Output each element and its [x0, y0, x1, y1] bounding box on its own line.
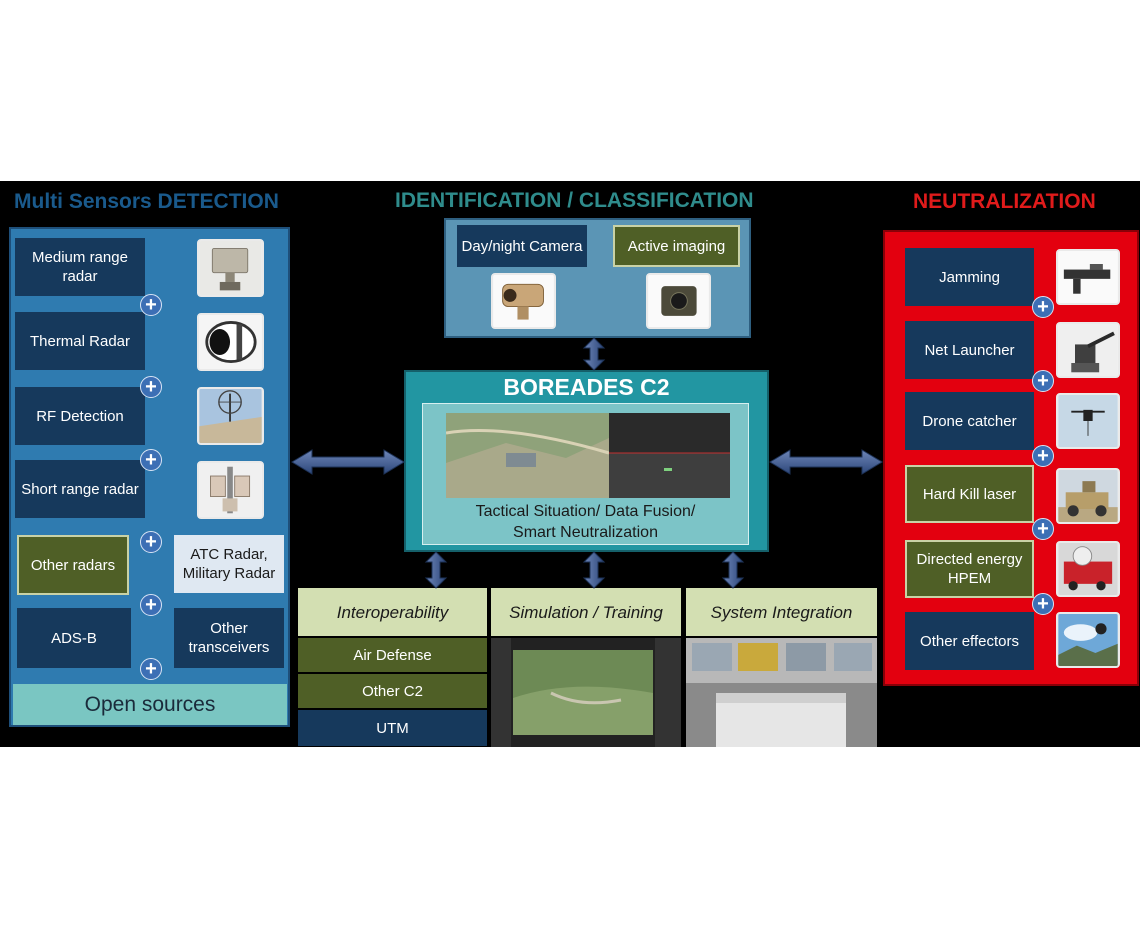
interoperability-box: Interoperability [298, 588, 487, 636]
diagram-canvas: Multi Sensors DETECTION IDENTIFICATION /… [0, 181, 1140, 747]
sensor-short-range-radar: Short range radar [15, 460, 145, 518]
sky-effector-icon [1056, 612, 1120, 668]
plus-icon: + [140, 294, 162, 316]
day-night-camera-icon [491, 273, 556, 329]
plus-icon: + [140, 594, 162, 616]
tactical-situation-screen [446, 413, 730, 498]
detection-c2-arrow [291, 449, 405, 475]
c2-integration-arrow [721, 551, 745, 589]
plus-icon: + [1032, 370, 1054, 392]
air-defense-box: Air Defense [298, 638, 487, 672]
detection-header: Multi Sensors DETECTION [14, 190, 279, 213]
plus-icon: + [1032, 593, 1054, 615]
laser-vehicle-icon [1056, 468, 1120, 524]
sensor-thermal-radar: Thermal Radar [15, 312, 145, 370]
simulation-training-box: Simulation / Training [491, 588, 681, 636]
c2-caption: Tactical Situation/ Data Fusion/ Smart N… [475, 503, 696, 541]
thermal-camera-icon [197, 313, 264, 371]
day-night-camera-box: Day/night Camera [457, 225, 587, 267]
other-c2-box: Other C2 [298, 674, 487, 708]
system-integration-box: System Integration [686, 588, 877, 636]
drone-icon [1056, 393, 1120, 449]
neutralization-header: NEUTRALIZATION [913, 190, 1096, 213]
neutralization-panel [883, 230, 1139, 686]
hpem-truck-icon [1056, 541, 1120, 597]
effector-drone-catcher: Drone catcher [905, 392, 1034, 450]
open-sources-box: Open sources [13, 684, 287, 725]
c2-title: BOREADES C2 [503, 374, 670, 400]
atc-radar-box: ATC Radar, Military Radar [174, 535, 284, 593]
net-launcher-icon [1056, 322, 1120, 378]
sensor-medium-range-radar: Medium range radar [15, 238, 145, 296]
effector-directed-energy-hpem: Directed energy HPEM [905, 540, 1034, 598]
rf-antenna-icon [197, 387, 264, 445]
plus-icon: + [140, 658, 162, 680]
plus-icon: + [140, 449, 162, 471]
radar-panel-icon [197, 239, 264, 297]
identification-header: IDENTIFICATION / CLASSIFICATION [395, 189, 754, 212]
sensor-rf-detection: RF Detection [15, 387, 145, 445]
jammer-gun-icon [1056, 249, 1120, 305]
short-range-radar-icon [197, 461, 264, 519]
other-radars-box: Other radars [17, 535, 129, 595]
effector-jamming: Jamming [905, 248, 1034, 306]
plus-icon: + [1032, 518, 1054, 540]
plus-icon: + [140, 376, 162, 398]
effector-other-effectors: Other effectors [905, 612, 1034, 670]
c2-simulation-arrow [582, 551, 606, 589]
plus-icon: + [140, 531, 162, 553]
utm-box: UTM [298, 710, 487, 746]
active-imaging-box: Active imaging [613, 225, 740, 267]
other-transceivers-box: Other transceivers [174, 608, 284, 668]
system-integration-photo [686, 638, 877, 747]
ads-b-box: ADS-B [17, 608, 131, 668]
c2-interoperability-arrow [424, 551, 448, 589]
simulation-screen [491, 638, 681, 747]
effector-hard-kill-laser: Hard Kill laser [905, 465, 1034, 523]
identification-c2-arrow [582, 337, 606, 371]
c2-neutralization-arrow [769, 449, 883, 475]
active-imaging-camera-icon [646, 273, 711, 329]
plus-icon: + [1032, 296, 1054, 318]
plus-icon: + [1032, 445, 1054, 467]
effector-net-launcher: Net Launcher [905, 321, 1034, 379]
